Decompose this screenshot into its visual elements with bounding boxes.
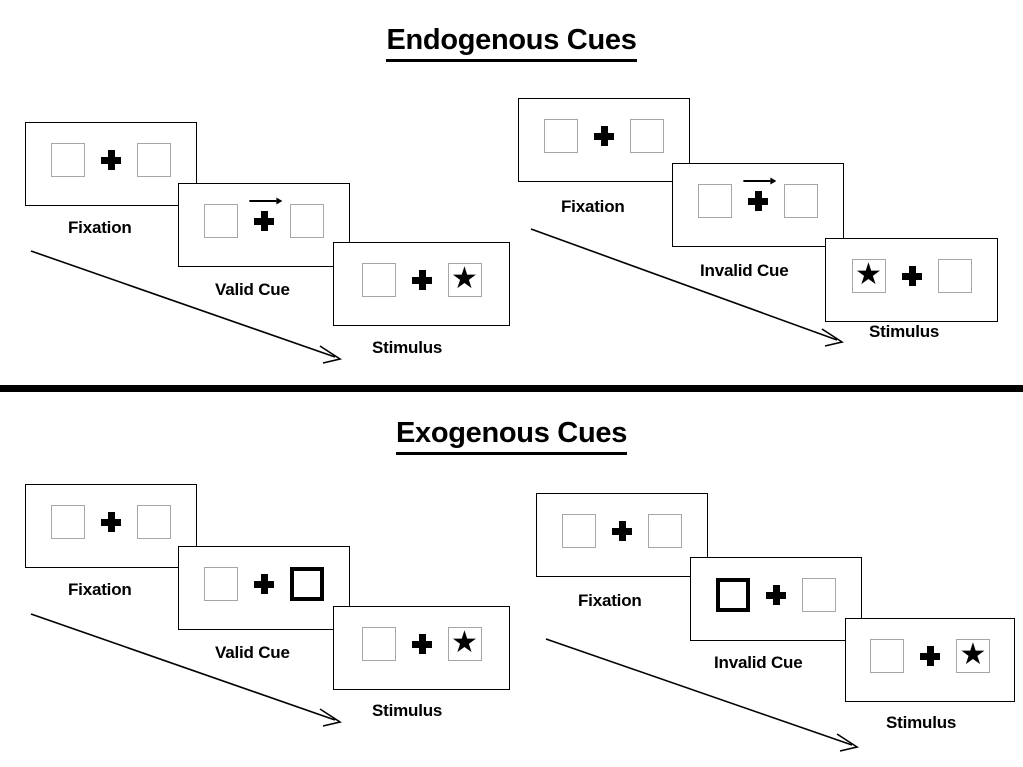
right-arrow-icon xyxy=(743,177,777,185)
stimulus-box-left xyxy=(361,263,396,297)
panel-endogenous-valid-cue xyxy=(178,183,350,267)
stimulus-box-right xyxy=(784,184,818,218)
stimulus-box-left xyxy=(204,204,238,238)
stimulus-box-left xyxy=(51,505,85,539)
stimulus-box-right xyxy=(137,143,171,177)
fixation-cross-icon xyxy=(101,512,121,532)
stimulus-box-left xyxy=(544,119,578,153)
stimulus-box-left xyxy=(870,639,904,673)
stimulus-box-left-target: ★ xyxy=(851,258,886,293)
panel-exogenous-invalid-fixation xyxy=(536,493,708,577)
star-icon: ★ xyxy=(451,262,478,295)
section-title-exogenous: Exogenous Cues xyxy=(0,417,1023,455)
fixation-cross-icon xyxy=(101,150,121,170)
stimulus-box-right xyxy=(802,578,836,612)
stimulus-box-left xyxy=(204,567,238,601)
stimulus-box-right-cued xyxy=(290,567,324,601)
panel-endogenous-invalid-stimulus: ★ xyxy=(825,238,998,322)
caption-endogenous-invalid-fixation: Fixation xyxy=(561,197,625,216)
caption-exogenous-invalid-stimulus: Stimulus xyxy=(886,713,957,732)
star-icon: ★ xyxy=(855,258,882,291)
fixation-cross-icon xyxy=(249,197,283,231)
star-icon: ★ xyxy=(451,626,478,659)
panel-exogenous-invalid-cue xyxy=(690,557,862,641)
stimulus-box-left xyxy=(51,143,85,177)
caption-exogenous-valid-fixation: Fixation xyxy=(68,580,132,599)
stimulus-box-right-target: ★ xyxy=(447,626,482,661)
star-icon: ★ xyxy=(959,638,987,671)
fixation-cross-icon xyxy=(766,585,786,605)
stimulus-box-left-cued xyxy=(716,578,750,612)
caption-endogenous-invalid-cue: Invalid Cue xyxy=(700,261,789,280)
stimulus-box-right xyxy=(290,204,324,238)
stimulus-box-left xyxy=(698,184,732,218)
caption-endogenous-valid-cue: Valid Cue xyxy=(215,280,290,299)
caption-endogenous-valid-fixation: Fixation xyxy=(68,218,132,237)
panel-exogenous-invalid-stimulus: ★ xyxy=(845,618,1015,702)
caption-endogenous-valid-stimulus: Stimulus xyxy=(372,338,443,357)
panel-exogenous-valid-stimulus: ★ xyxy=(333,606,510,690)
panel-endogenous-invalid-cue xyxy=(672,163,844,247)
right-arrow-icon xyxy=(249,197,283,205)
caption-exogenous-valid-stimulus: Stimulus xyxy=(372,701,443,720)
stimulus-box-left xyxy=(361,627,396,661)
stimulus-box-right xyxy=(937,259,972,293)
fixation-cross-icon xyxy=(411,634,432,654)
panel-endogenous-valid-fixation xyxy=(25,122,197,206)
stimulus-box-right-target: ★ xyxy=(956,639,990,673)
stimulus-box-right-target: ★ xyxy=(447,262,482,297)
panel-exogenous-valid-cue xyxy=(178,546,350,630)
section-title-endogenous: Endogenous Cues xyxy=(0,24,1023,62)
fixation-cross-icon xyxy=(411,270,432,290)
stimulus-box-right xyxy=(648,514,682,548)
fixation-cross-icon xyxy=(254,574,274,594)
caption-exogenous-invalid-fixation: Fixation xyxy=(578,591,642,610)
section-title-exogenous-text: Exogenous Cues xyxy=(395,417,627,455)
section-divider xyxy=(0,385,1023,392)
fixation-cross-icon xyxy=(594,126,614,146)
stimulus-box-right xyxy=(630,119,664,153)
panel-exogenous-valid-fixation xyxy=(25,484,197,568)
stimulus-box-left xyxy=(562,514,596,548)
flow-arrow-exogenous-invalid xyxy=(545,638,860,752)
caption-exogenous-invalid-cue: Invalid Cue xyxy=(714,653,803,672)
panel-endogenous-valid-stimulus: ★ xyxy=(333,242,510,326)
caption-exogenous-valid-cue: Valid Cue xyxy=(215,643,290,662)
fixation-cross-icon xyxy=(612,521,632,541)
caption-endogenous-invalid-stimulus: Stimulus xyxy=(869,322,940,341)
fixation-cross-icon xyxy=(920,646,940,666)
fixation-cross-icon xyxy=(743,177,777,211)
stimulus-box-right xyxy=(137,505,171,539)
fixation-cross-icon xyxy=(901,266,922,286)
panel-endogenous-invalid-fixation xyxy=(518,98,690,182)
section-title-endogenous-text: Endogenous Cues xyxy=(386,24,637,62)
